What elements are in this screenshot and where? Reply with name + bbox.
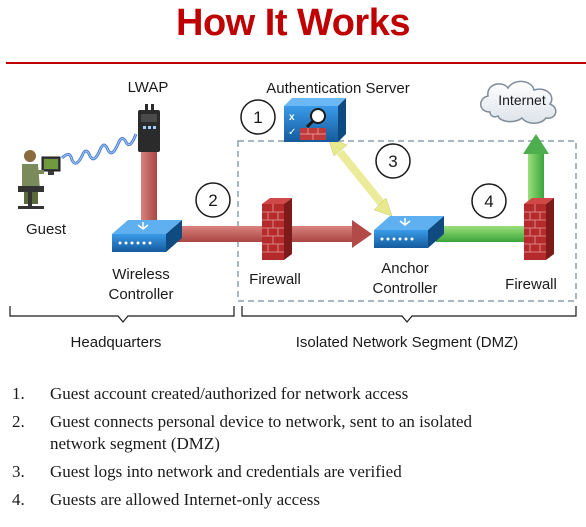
steps-list: 1. Guest account created/authorized for … [12,383,582,517]
svg-text:2: 2 [208,191,217,210]
wireless-signal-icon [60,133,138,165]
arrow-head-to-internet [523,134,549,154]
network-diagram: x ✓ 1 2 3 4 [9,80,577,323]
anchor-controller-icon [374,216,444,248]
svg-text:1: 1 [253,108,262,127]
path-auth-to-anchor [327,137,393,217]
headquarters-label: Headquarters [70,334,162,351]
svg-text:4: 4 [484,192,493,211]
step-item-3: 3. Guest logs into network and credentia… [12,462,402,481]
arrow-head-to-anchor [352,220,372,248]
step-item-1: 1. Guest account created/authorized for … [12,384,409,403]
wireless-controller-label: Wireless Controller [108,266,174,303]
anchor-controller-label: Anchor Controller [372,260,438,297]
authentication-server-icon: x ✓ [284,98,346,142]
dmz-region [237,140,577,302]
svg-text:3: 3 [388,152,397,171]
firewall-right-label: Firewall [505,276,557,293]
guest-label: Guest [25,221,67,238]
dmz-bracket [241,306,577,323]
step-badge-1: 1 [240,99,276,135]
wireless-controller-icon [112,220,182,252]
internet-cloud-icon [480,80,557,124]
access-point-icon [138,104,160,152]
internet-label: Internet [498,92,546,108]
svg-text:✓: ✓ [288,127,296,138]
path-lwap-to-controller [141,150,157,225]
firewall-left-icon [262,198,292,260]
lwap-label: LWAP [127,79,169,96]
path-anchor-to-internet [436,226,526,242]
step-item-4: 4. Guests are allowed Internet-only acce… [12,490,320,509]
firewall-left-label: Firewall [249,271,301,288]
headquarters-bracket [9,306,235,323]
guest-user-icon [18,150,61,209]
page-title: How It Works [176,2,411,44]
dmz-label: Isolated Network Segment (DMZ) [295,334,519,351]
step-badge-4: 4 [471,183,507,219]
title-divider [6,62,586,64]
auth-server-label: Authentication Server [266,80,410,97]
step-item-2: 2. Guest connects personal device to net… [12,412,473,453]
firewall-right-icon [524,198,554,260]
step-badge-2: 2 [195,182,231,218]
svg-text:x: x [289,112,295,123]
step-badge-3: 3 [375,143,411,179]
